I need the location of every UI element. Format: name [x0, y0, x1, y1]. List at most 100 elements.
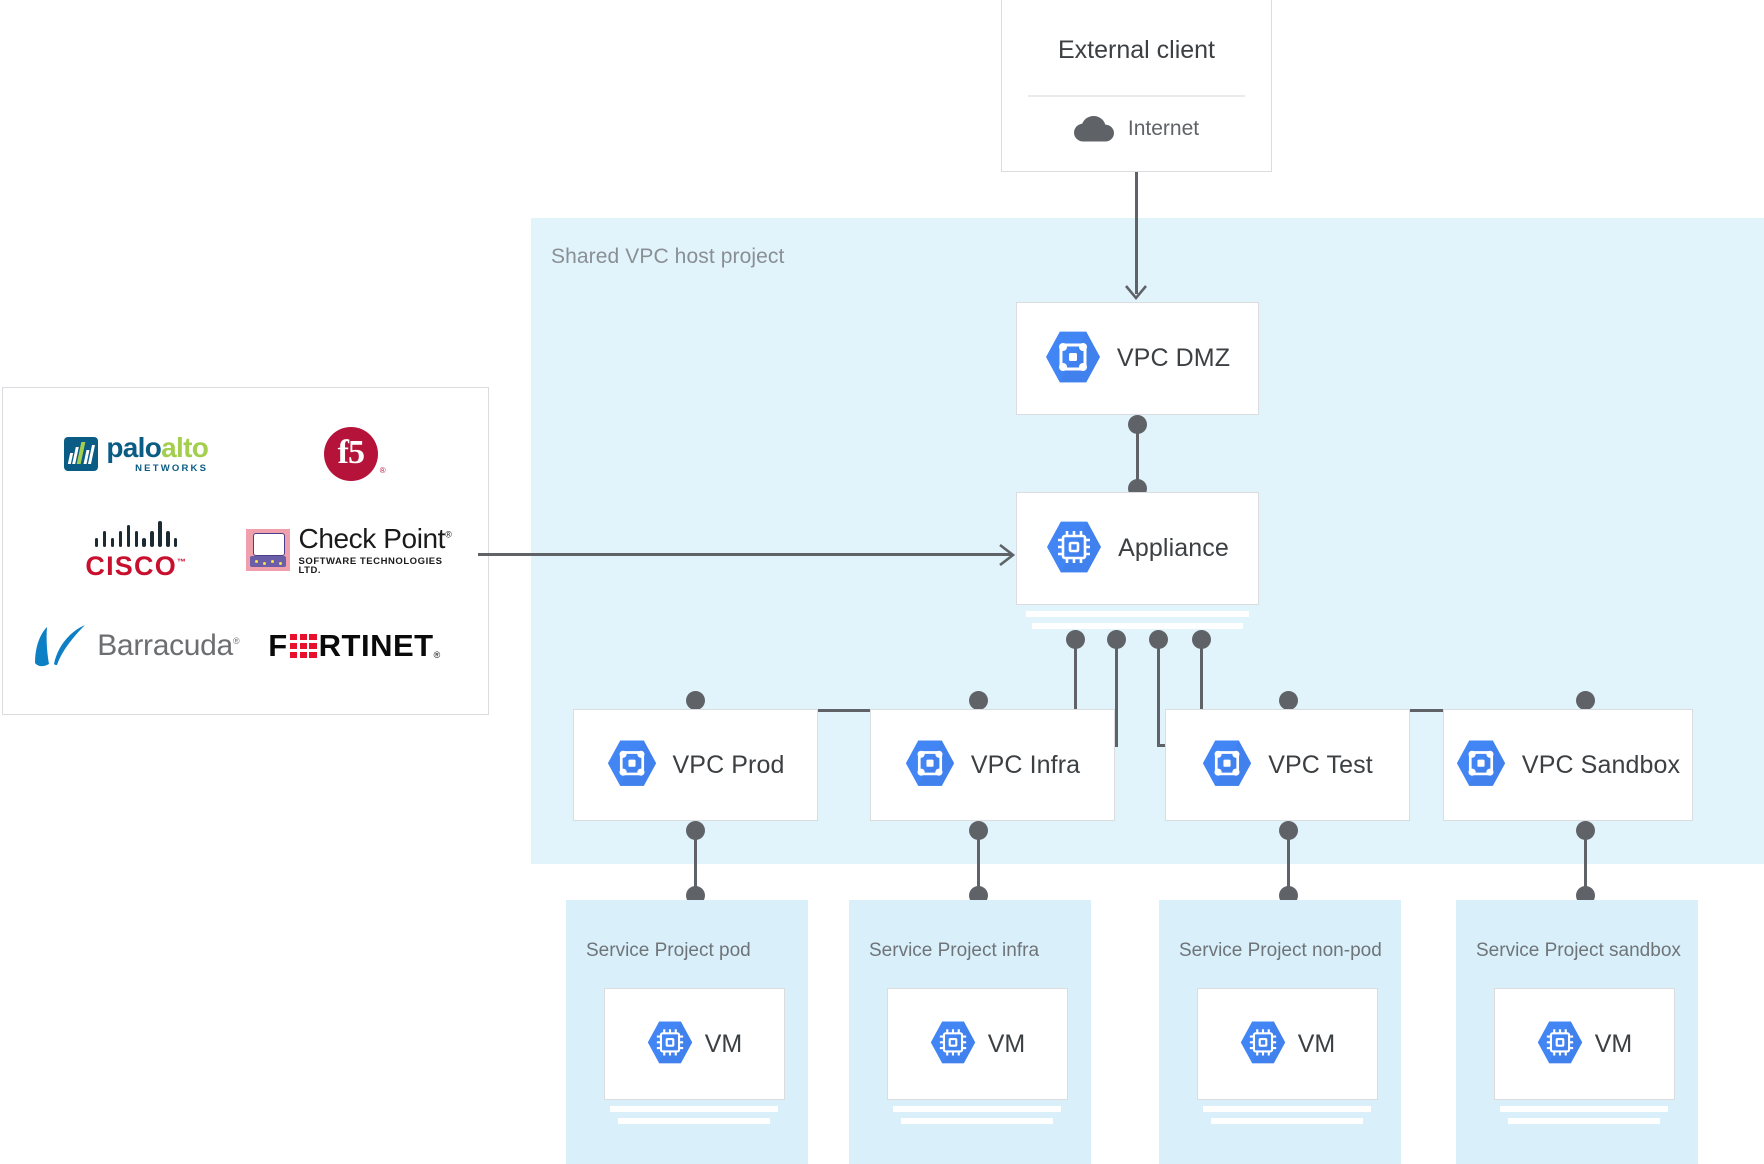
vpc-icon: [905, 740, 954, 786]
fortinet-word-1: F: [268, 628, 288, 663]
external-client-card[interactable]: External client Internet: [1001, 0, 1272, 172]
vm-label-pod: VM: [704, 1029, 743, 1058]
cloud-icon: [1073, 116, 1114, 142]
vm-stack-line-2: [618, 1118, 770, 1124]
vm-stack-line-1: [610, 1106, 778, 1112]
service-project-sandbox-panel[interactable]: Service Project sandbox VM: [1456, 900, 1698, 1164]
vendor-logo-paloalto: paloalto NETWORKS: [27, 406, 246, 502]
cisco-tm-icon: ™: [176, 556, 188, 567]
connector-test-to-svc: [1287, 830, 1290, 890]
checkpoint-mark-icon: [245, 529, 290, 571]
vpc-dmz-card[interactable]: VPC DMZ: [1016, 302, 1259, 415]
vm-card-infra[interactable]: VM: [887, 988, 1068, 1100]
connector-sandbox-to-svc: [1584, 830, 1587, 890]
vm-stack-line-1: [1203, 1106, 1371, 1112]
vendor-logo-checkpoint: Check Point® SOFTWARE TECHNOLOGIES LTD.: [245, 502, 465, 598]
checkpoint-tagline: SOFTWARE TECHNOLOGIES LTD.: [298, 555, 443, 576]
vpc-prod-label: VPC Prod: [672, 750, 785, 779]
vendor-logo-barracuda: Barracuda®: [27, 598, 246, 694]
service-project-infra-panel[interactable]: Service Project infra VM: [849, 900, 1091, 1164]
vm-icon: [1240, 1021, 1285, 1064]
fanout-seg-4a: [1200, 645, 1203, 711]
vm-icon: [930, 1021, 975, 1064]
f5-mark-icon: f5: [323, 427, 378, 481]
vm-stack-line-2: [1508, 1118, 1660, 1124]
fortinet-grid-icon: [289, 633, 317, 659]
vpc-icon: [1045, 331, 1100, 382]
internet-label: Internet: [1127, 117, 1200, 140]
vpc-infra-top-dot: [969, 691, 988, 710]
fanout-seg-3a: [1157, 645, 1160, 746]
vm-icon: [647, 1021, 692, 1064]
vendor-logo-f5: f5 ®: [246, 406, 465, 502]
connector-client-to-dmz: [1135, 172, 1138, 294]
fanout-seg-1a: [1074, 645, 1077, 711]
vm-stack-line-1: [893, 1106, 1061, 1112]
vm-label-nonpod: VM: [1297, 1029, 1336, 1058]
vpc-infra-card[interactable]: VPC Infra: [870, 709, 1115, 821]
barracuda-fin-icon: [35, 625, 86, 667]
vm-label-sandbox: VM: [1594, 1029, 1633, 1058]
connector-prod-to-svc: [694, 830, 697, 890]
cisco-wordmark: CISCO: [85, 550, 177, 581]
vpc-prod-card[interactable]: VPC Prod: [573, 709, 818, 821]
vpc-test-top-dot: [1279, 691, 1298, 710]
external-client-connection: Internet: [1002, 116, 1271, 142]
vpc-dmz-label: VPC DMZ: [1116, 344, 1231, 372]
vm-stack-line-1: [1500, 1106, 1668, 1112]
vm-card-sandbox[interactable]: VM: [1494, 988, 1675, 1100]
fanout-dot-1: [1066, 630, 1085, 649]
vpc-icon: [607, 740, 656, 786]
barracuda-registered-icon: ®: [232, 636, 240, 646]
fanout-dot-4: [1192, 630, 1211, 649]
cisco-bars-icon: [85, 520, 187, 547]
vpc-sandbox-card[interactable]: VPC Sandbox: [1443, 709, 1693, 821]
appliance-label: Appliance: [1118, 534, 1229, 562]
paloalto-word-1: palo: [106, 432, 162, 464]
appliance-stack-line-2: [1032, 623, 1243, 629]
external-client-divider: [1028, 95, 1245, 97]
vm-stack-line-2: [901, 1118, 1053, 1124]
fanout-seg-2a: [1115, 645, 1118, 746]
vm-stack-line-2: [1211, 1118, 1363, 1124]
vm-card-nonpod[interactable]: VM: [1197, 988, 1378, 1100]
paloalto-mark-icon: [64, 437, 99, 471]
service-project-nonpod-label: Service Project non-pod: [1179, 940, 1382, 961]
vpc-infra-label: VPC Infra: [970, 750, 1081, 779]
appliance-chip-icon: [1047, 521, 1102, 572]
vpc-test-label: VPC Test: [1268, 750, 1373, 779]
fortinet-registered-icon: ®: [433, 650, 442, 660]
checkpoint-wordmark: Check Point: [298, 522, 446, 554]
vpc-test-card[interactable]: VPC Test: [1165, 709, 1410, 821]
appliance-card[interactable]: Appliance: [1016, 492, 1259, 605]
connector-vendors-to-appliance: [478, 553, 1012, 556]
vm-icon: [1537, 1021, 1582, 1064]
checkpoint-registered-icon: ®: [445, 529, 452, 540]
connector-infra-to-svc: [977, 830, 980, 890]
shared-vpc-host-label: Shared VPC host project: [551, 245, 785, 268]
connector-dmz-to-appliance: [1136, 424, 1139, 486]
vendor-logos-panel: paloalto NETWORKS f5 ®: [2, 387, 489, 715]
paloalto-tagline: NETWORKS: [135, 463, 209, 475]
service-project-pod-label: Service Project pod: [586, 940, 751, 961]
arrowhead-right-icon: [999, 544, 1016, 566]
fanout-dot-2: [1107, 630, 1126, 649]
vpc-sandbox-top-dot: [1576, 691, 1595, 710]
fanout-dot-3: [1149, 630, 1168, 649]
barracuda-wordmark: Barracuda: [97, 629, 233, 662]
external-client-title: External client: [1057, 36, 1216, 64]
f5-wordmark: f5: [337, 433, 365, 471]
arrowhead-down-icon: [1125, 285, 1147, 301]
vpc-sandbox-label: VPC Sandbox: [1521, 750, 1681, 779]
f5-registered-icon: ®: [379, 466, 386, 475]
vpc-icon: [1203, 740, 1252, 786]
service-project-pod-panel[interactable]: Service Project pod VM: [566, 900, 808, 1164]
vm-card-pod[interactable]: VM: [604, 988, 785, 1100]
fortinet-word-2: RTINET: [318, 628, 434, 663]
vpc-prod-top-dot: [686, 691, 705, 710]
vm-label-infra: VM: [987, 1029, 1026, 1058]
vendor-logo-cisco: CISCO™: [27, 502, 246, 598]
service-project-nonpod-panel[interactable]: Service Project non-pod VM: [1159, 900, 1401, 1164]
service-project-sandbox-label: Service Project sandbox: [1476, 940, 1681, 961]
vpc-icon: [1456, 740, 1506, 786]
